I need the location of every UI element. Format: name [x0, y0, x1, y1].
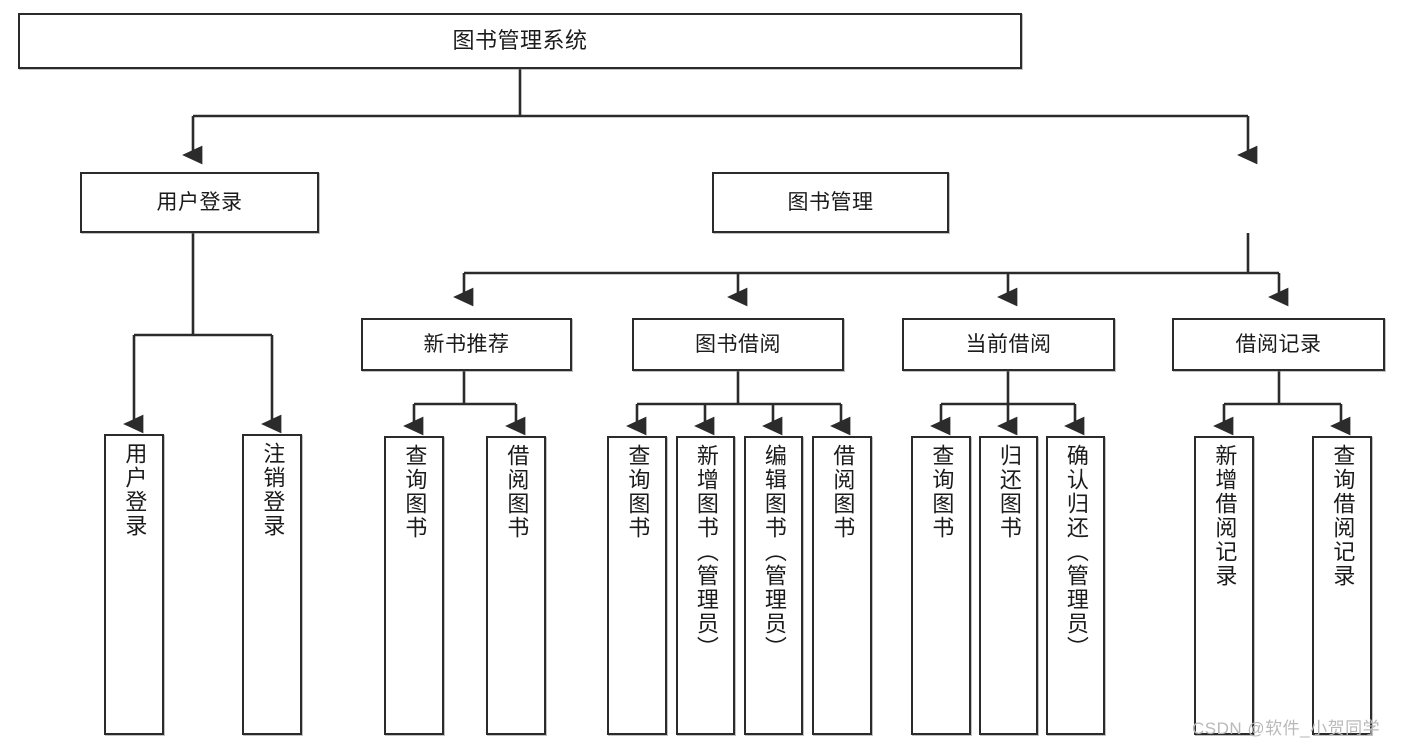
node-leaf-return-book[interactable]: 归还图书	[979, 436, 1038, 735]
node-borrow-record[interactable]: 借阅记录	[1172, 318, 1385, 371]
node-leaf-query-book-1-label: 查询图书	[402, 444, 428, 540]
node-leaf-add-book[interactable]: 新增图书（管理员）	[676, 436, 735, 735]
node-leaf-return-book-label: 归还图书	[996, 444, 1022, 540]
node-current-borrow-label: 当前借阅	[965, 332, 1052, 356]
node-leaf-add-book-label: 新增图书（管理员）	[693, 444, 719, 660]
node-leaf-edit-book-label: 编辑图书（管理员）	[761, 444, 787, 660]
node-leaf-user-login[interactable]: 用户登录	[104, 434, 164, 735]
node-book-borrow-label: 图书借阅	[695, 332, 781, 356]
node-new-book-recommend[interactable]: 新书推荐	[361, 318, 572, 371]
node-leaf-borrow-book-2-label: 借阅图书	[830, 444, 856, 540]
watermark-text: CSDN @软件_小贺同学	[1192, 719, 1381, 738]
node-root-label: 图书管理系统	[452, 27, 588, 53]
node-leaf-query-book-2-label: 查询图书	[625, 444, 651, 540]
node-leaf-add-record[interactable]: 新增借阅记录	[1194, 436, 1254, 735]
node-leaf-borrow-book-1[interactable]: 借阅图书	[486, 436, 546, 735]
node-user-login[interactable]: 用户登录	[80, 172, 319, 233]
node-leaf-query-book-1[interactable]: 查询图书	[384, 436, 444, 735]
node-leaf-borrow-book-1-label: 借阅图书	[504, 444, 530, 540]
node-leaf-borrow-book-2[interactable]: 借阅图书	[812, 436, 872, 735]
node-leaf-query-book-3-label: 查询图书	[929, 444, 955, 540]
node-root[interactable]: 图书管理系统	[18, 13, 1022, 69]
node-leaf-query-record[interactable]: 查询借阅记录	[1312, 436, 1372, 735]
node-user-login-label: 用户登录	[156, 190, 243, 214]
node-leaf-query-book-3[interactable]: 查询图书	[911, 436, 971, 735]
node-leaf-edit-book[interactable]: 编辑图书（管理员）	[744, 436, 803, 735]
node-book-management[interactable]: 图书管理	[712, 172, 949, 233]
node-leaf-confirm-return[interactable]: 确认归还（管理员）	[1046, 436, 1105, 735]
node-current-borrow[interactable]: 当前借阅	[902, 318, 1115, 371]
node-leaf-add-record-label: 新增借阅记录	[1212, 444, 1238, 588]
node-leaf-query-book-2[interactable]: 查询图书	[607, 436, 667, 735]
node-leaf-user-login-label: 用户登录	[122, 442, 148, 538]
node-borrow-record-label: 借阅记录	[1235, 332, 1322, 356]
node-leaf-logout-login[interactable]: 注销登录	[242, 434, 302, 735]
node-leaf-confirm-return-label: 确认归还（管理员）	[1063, 444, 1089, 660]
node-new-book-recommend-label: 新书推荐	[423, 332, 510, 356]
node-leaf-query-record-label: 查询借阅记录	[1330, 444, 1356, 588]
node-book-borrow[interactable]: 图书借阅	[632, 318, 844, 371]
node-leaf-logout-login-label: 注销登录	[260, 442, 286, 538]
node-book-management-label: 图书管理	[787, 190, 874, 214]
